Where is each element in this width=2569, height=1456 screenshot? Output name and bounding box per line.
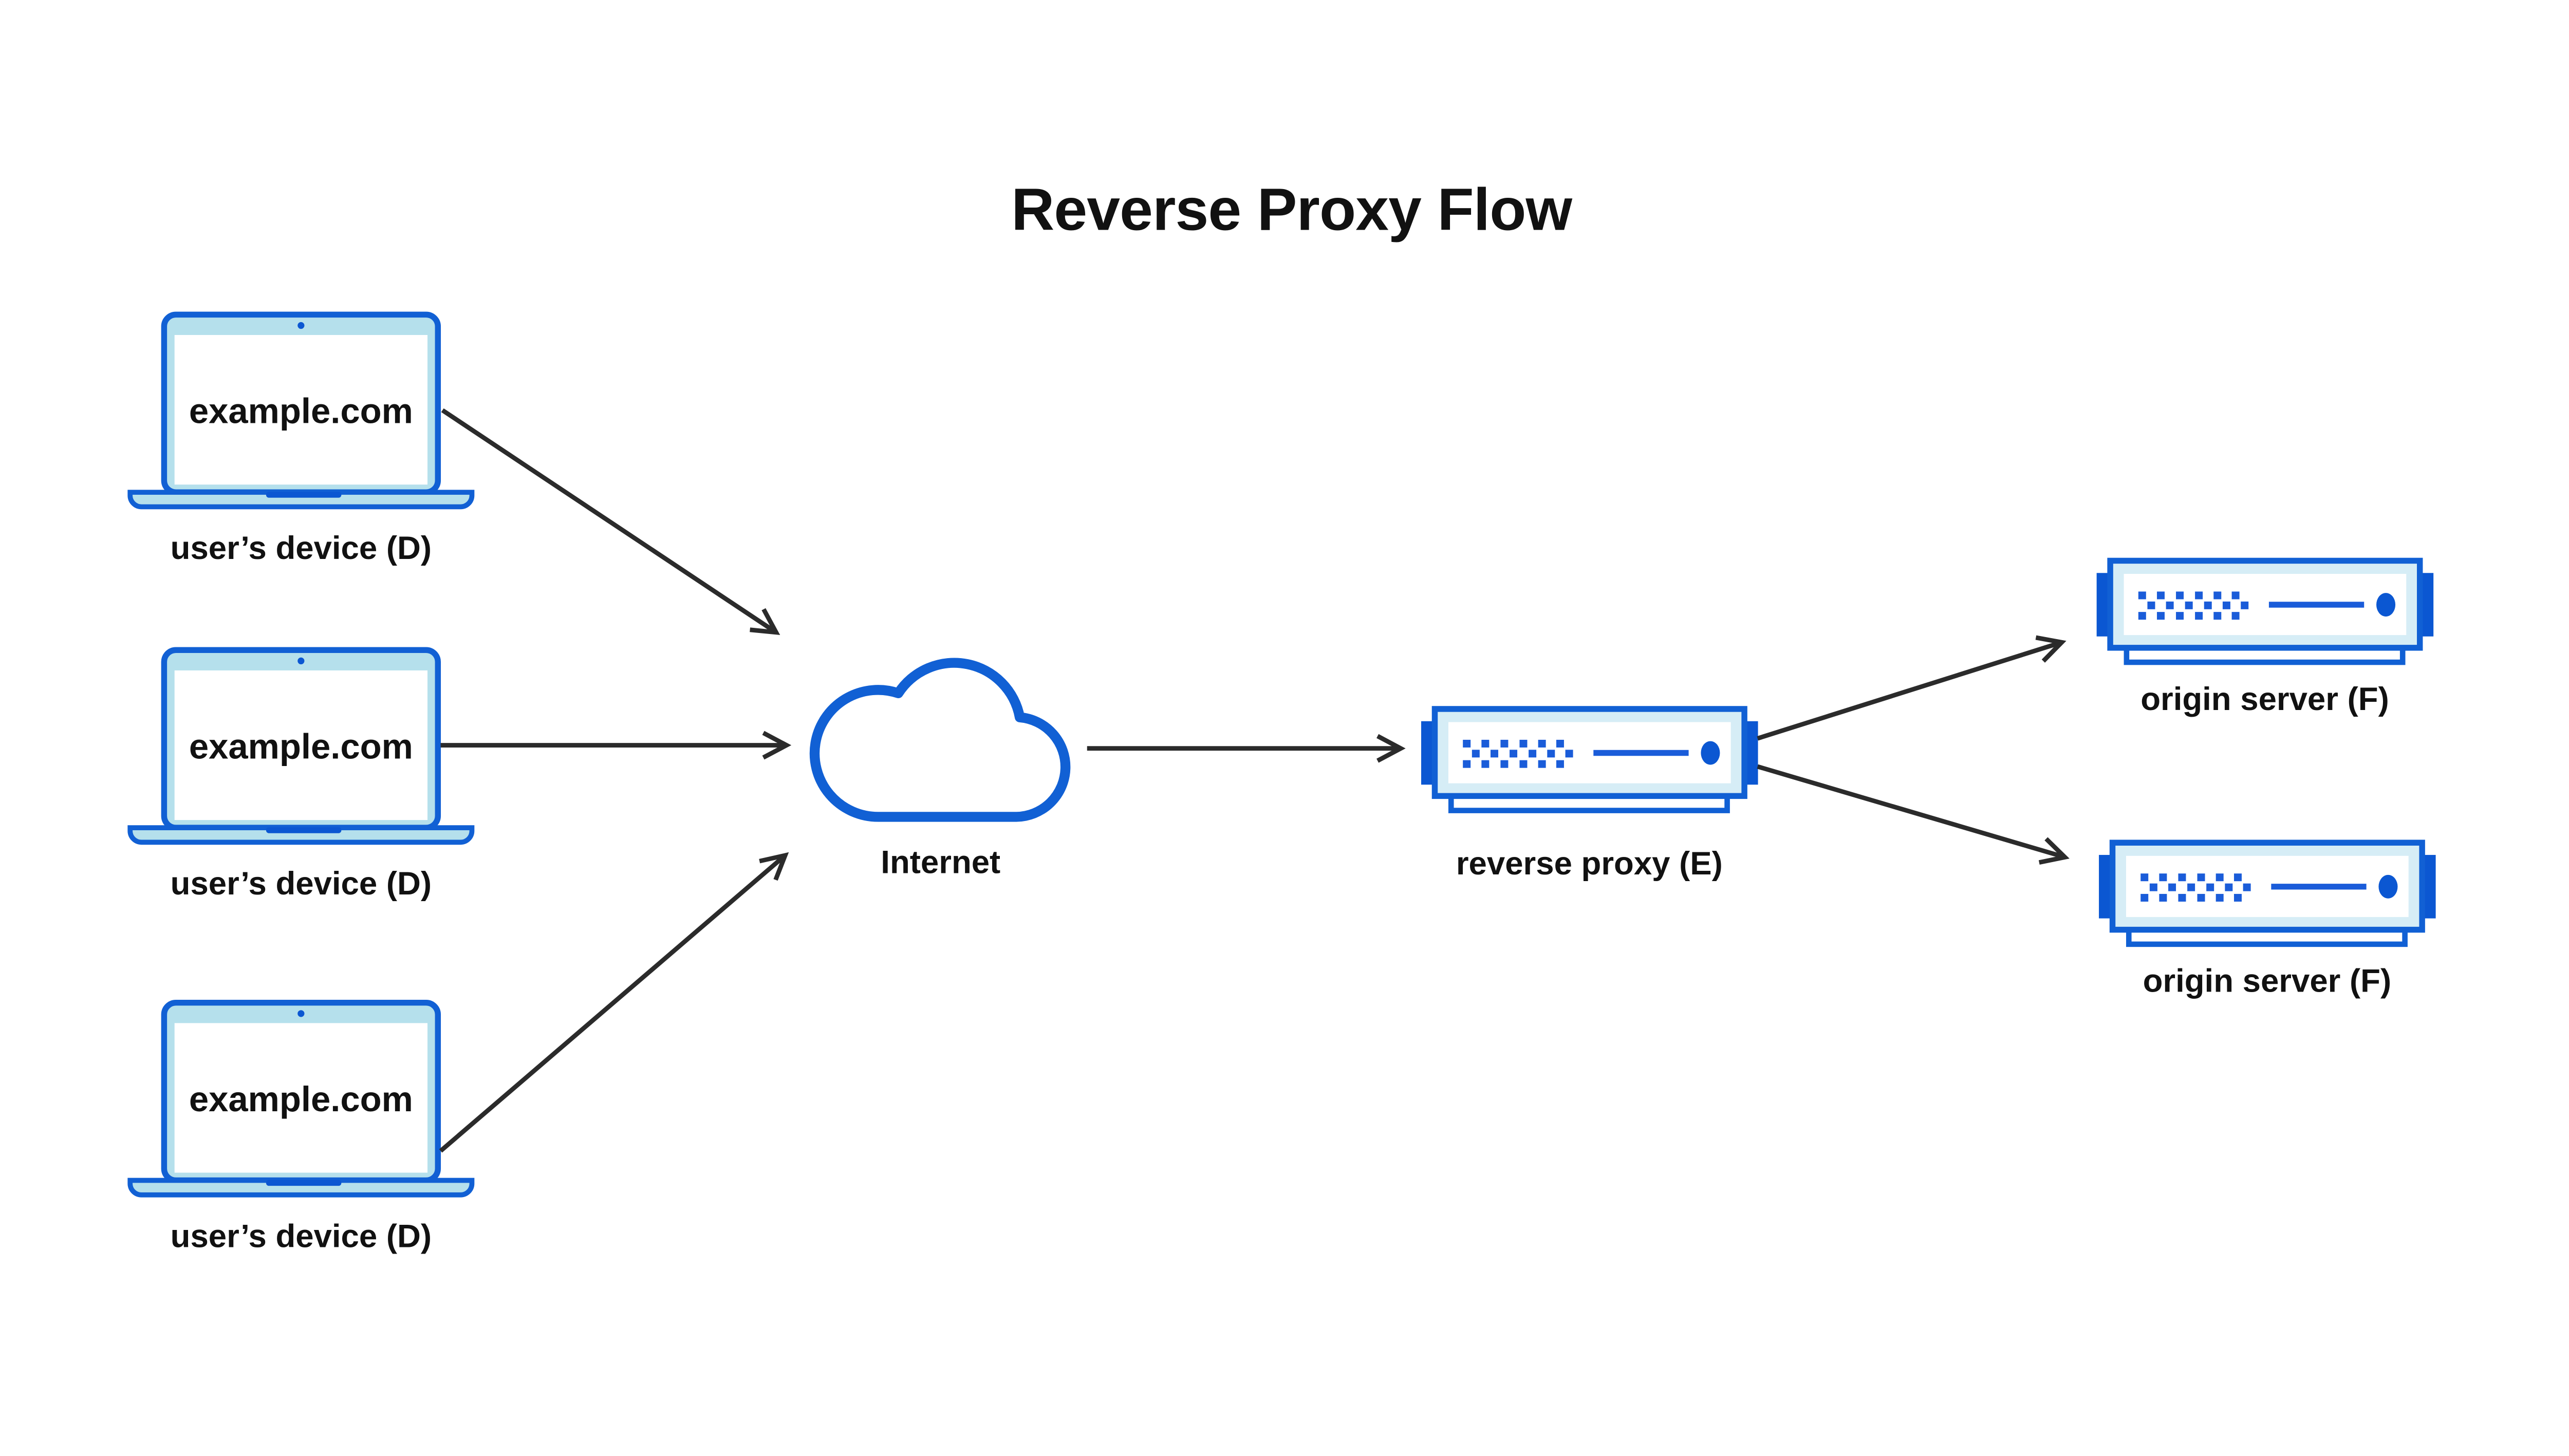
arrow-proxy-to-origin1 <box>1757 635 2067 741</box>
reverse-proxy-label: reverse proxy (E) <box>1456 845 1723 882</box>
internet: Internet <box>809 658 1071 881</box>
arrow-device3-to-internet <box>439 852 789 1153</box>
arrow-device1-to-internet <box>441 408 780 636</box>
device-label: user’s device (D) <box>171 865 432 902</box>
internet-label: Internet <box>881 844 1000 881</box>
reverse-proxy: reverse proxy (E) <box>1421 709 1758 882</box>
arrowhead-icon <box>759 852 789 881</box>
arrowhead-icon <box>750 608 780 636</box>
server-icon <box>1421 709 1758 811</box>
device-screen-text: example.com <box>189 726 413 766</box>
arrowhead-icon <box>2038 837 2070 865</box>
device-label: user’s device (D) <box>171 1218 432 1254</box>
device-screen-text: example.com <box>189 391 413 431</box>
arrowhead-icon <box>2035 635 2067 663</box>
origin-server-label: origin server (F) <box>2140 681 2389 717</box>
arrowhead-icon <box>762 731 792 760</box>
server-icon <box>2099 843 2436 944</box>
server-icon <box>2097 561 2434 662</box>
arrowhead-icon <box>1376 734 1406 763</box>
arrow-proxy-to-origin2 <box>1757 764 2070 865</box>
arrow-internet-to-proxy <box>1087 734 1406 763</box>
user-device-3: example.com user’s device (D) <box>130 1003 472 1254</box>
origin-server-label: origin server (F) <box>2143 963 2392 999</box>
diagram-title: Reverse Proxy Flow <box>1011 176 1572 243</box>
origin-server-1: origin server (F) <box>2097 561 2434 717</box>
origin-server-2: origin server (F) <box>2099 843 2436 999</box>
device-screen-text: example.com <box>189 1079 413 1119</box>
user-device-2: example.com user’s device (D) <box>130 650 472 902</box>
device-label: user’s device (D) <box>171 530 432 566</box>
arrow-device2-to-internet <box>440 731 792 760</box>
user-device-1: example.com user’s device (D) <box>130 314 472 566</box>
cloud-icon <box>809 658 1071 822</box>
